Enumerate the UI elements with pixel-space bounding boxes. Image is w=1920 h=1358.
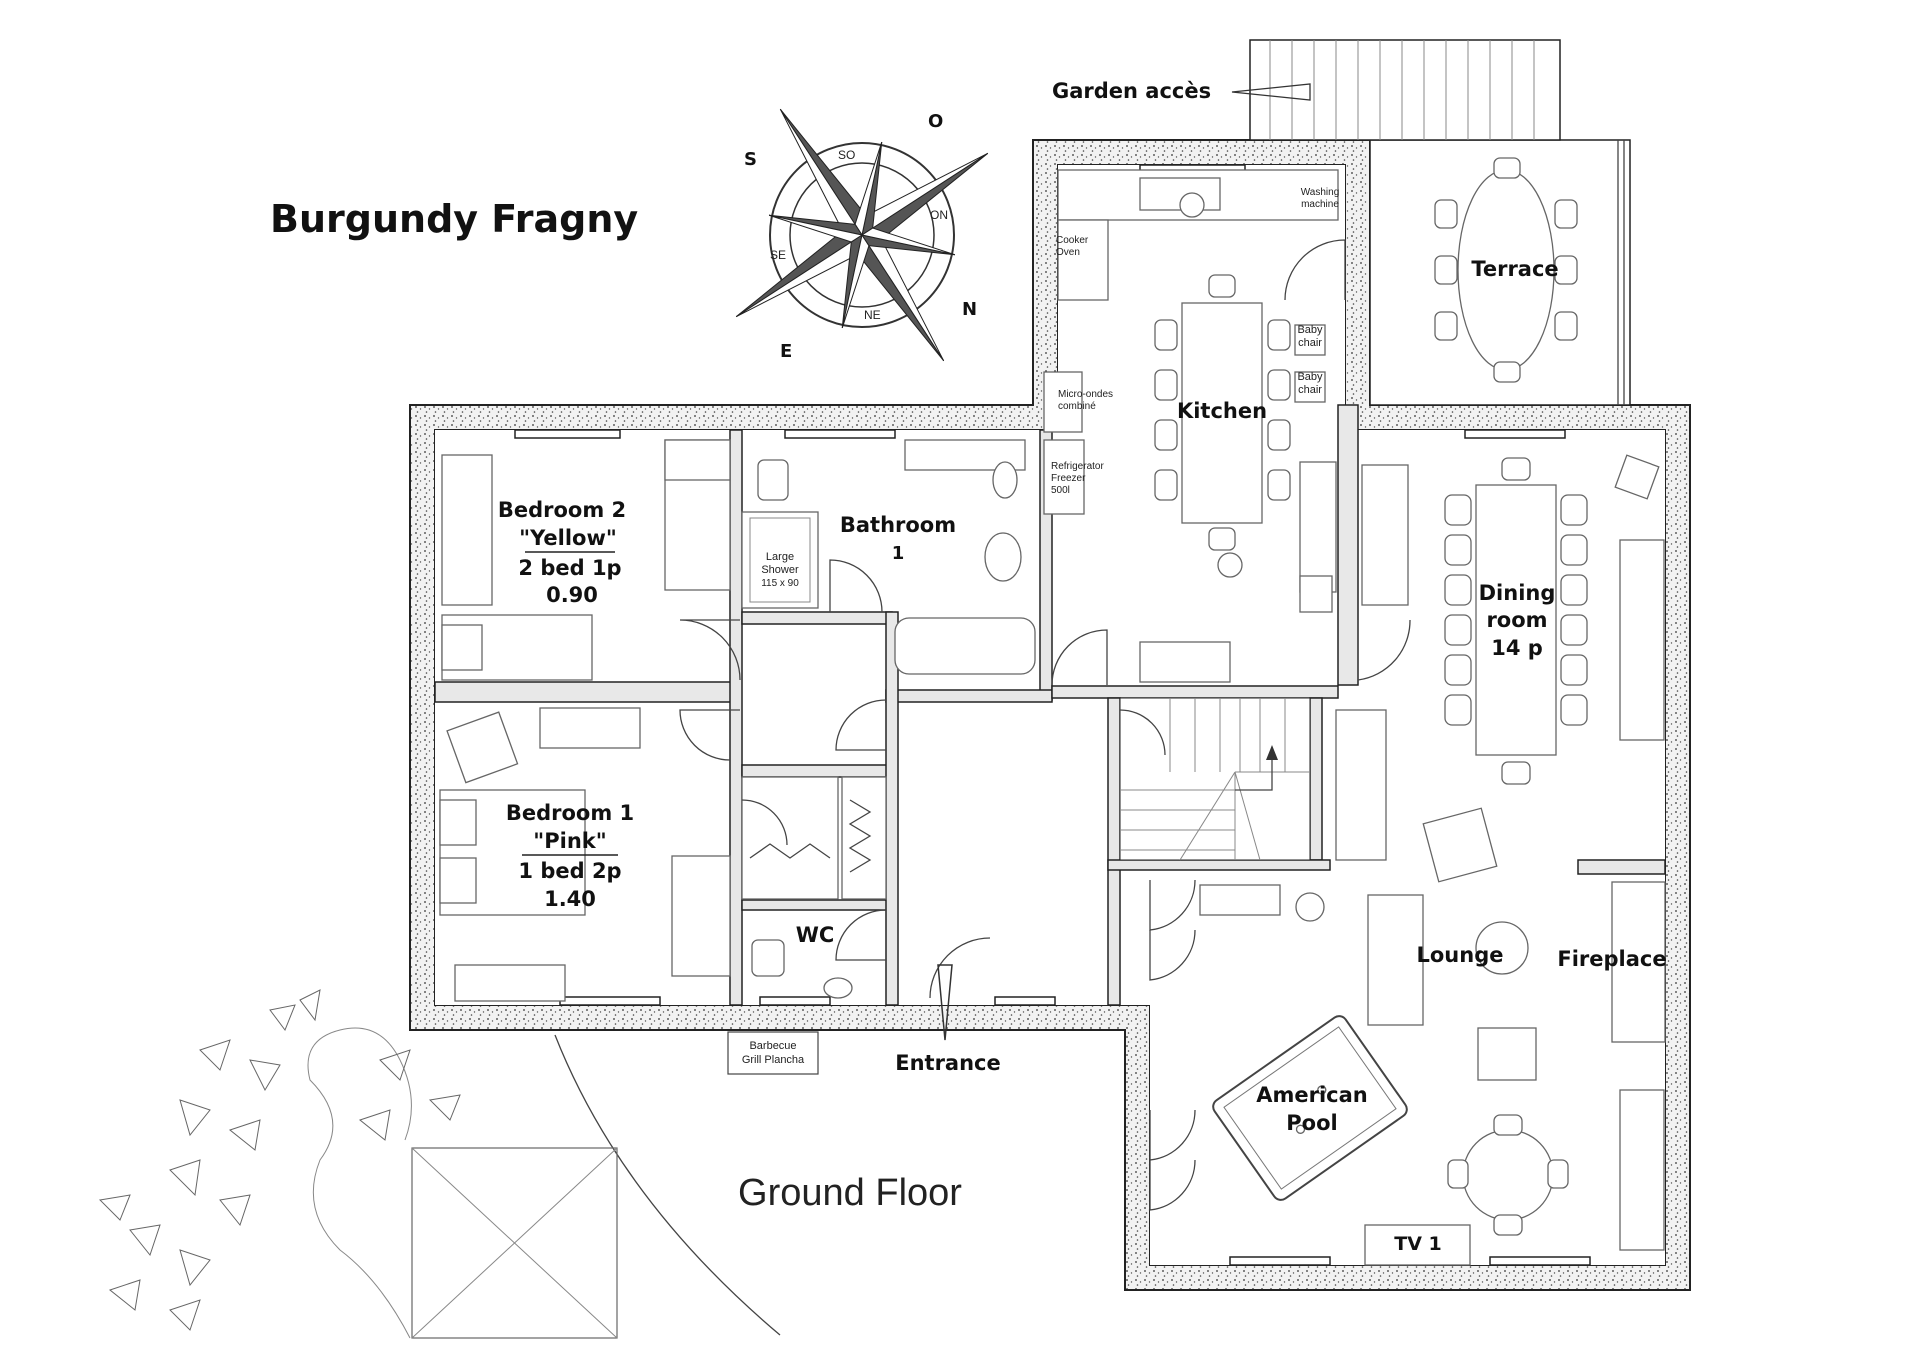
babychair2-line1: Baby [1297,371,1323,383]
compass-se: SE [770,248,786,262]
bedroom2-size: 0.90 [546,583,598,607]
dining-line3: 14 p [1491,636,1543,660]
babychair1-line1: Baby [1297,324,1323,336]
fridge-line3: 500l [1051,485,1070,496]
lounge-furniture [1199,709,1666,1266]
main-stairs [1119,697,1311,861]
fireplace-name: Fireplace [1557,947,1666,971]
terrace-name: Terrace [1471,257,1558,281]
closets [741,776,887,900]
doors [679,239,1411,1211]
fixture-labels: Large Shower 115 x 90 Washing machine Co… [742,187,1340,1066]
fridge-line2: Freezer [1051,473,1086,484]
bedroom1-subtitle: "Pink" [533,829,606,853]
compass-so: SO [838,148,855,162]
bathroom-name: Bathroom [840,513,956,537]
bedroom1-furniture [439,707,731,1002]
bathroom-number: 1 [892,543,905,564]
washing-line1: Washing [1301,187,1340,198]
cooker-line2: Oven [1056,247,1080,258]
entrance-arrow [937,964,953,1041]
wc-name: WC [796,923,835,947]
pool-table [1212,1015,1408,1201]
washing-line2: machine [1301,199,1339,210]
compass-ne: NE [864,308,881,322]
shower-line2: Shower [761,564,799,576]
compass-o: O [928,111,943,132]
micro-line1: Micro-ondes [1058,389,1113,400]
babychair2-line2: chair [1298,384,1322,396]
bbq-box [727,1031,819,1075]
micro-line2: combiné [1058,401,1096,412]
bedroom2-beds: 2 bed 1p [518,556,621,580]
bedroom1-size: 1.40 [544,887,596,911]
bbq-line1: Barbecue [749,1040,796,1052]
shower-line1: Large [766,551,794,563]
compass-on: ON [930,208,948,222]
bedroom2-name: Bedroom 2 [498,498,626,522]
shower-line3: 115 x 90 [761,578,799,589]
windows [514,164,1591,1266]
kitchen-name: Kitchen [1177,399,1267,423]
wc-fixtures [751,939,853,999]
bedroom2-subtitle: "Yellow" [519,526,617,550]
babychair1-line2: chair [1298,337,1322,349]
garden-outline [98,989,781,1339]
terrace-area [1369,139,1631,406]
floor-label: Ground Floor [738,1172,962,1214]
room-labels: Bedroom 2 "Yellow" 2 bed 1p 0.90 Bedroom… [498,257,1667,1255]
garden-access-label: Garden accès [1052,79,1211,103]
bedroom1-beds: 1 bed 2p [518,859,621,883]
compass-s: S [744,149,757,170]
tv-name: TV 1 [1394,1233,1442,1255]
pool-line1: American [1256,1083,1368,1107]
cooker-line1: Cooker [1056,235,1089,246]
dining-furniture [1361,454,1665,785]
kitchen-furniture [1043,169,1339,683]
bathroom-fixtures [741,439,1036,675]
plan-title: Burgundy Fragny [270,197,638,241]
fridge-line1: Refrigerator [1051,461,1104,472]
compass-n: N [962,299,977,320]
bedroom2-furniture [441,439,731,681]
lounge-name: Lounge [1417,943,1504,967]
bedroom1-name: Bedroom 1 [506,801,634,825]
dining-line2: room [1486,608,1547,632]
dining-line1: Dining [1479,581,1556,605]
compass-e: E [780,341,792,362]
garden-stairs [1231,39,1561,141]
compass-rose: S SO O ON N NE E SE [735,108,989,362]
entrance-name: Entrance [895,1051,1001,1075]
pool-line2: Pool [1286,1111,1337,1135]
bbq-line2: Grill Plancha [742,1054,805,1066]
